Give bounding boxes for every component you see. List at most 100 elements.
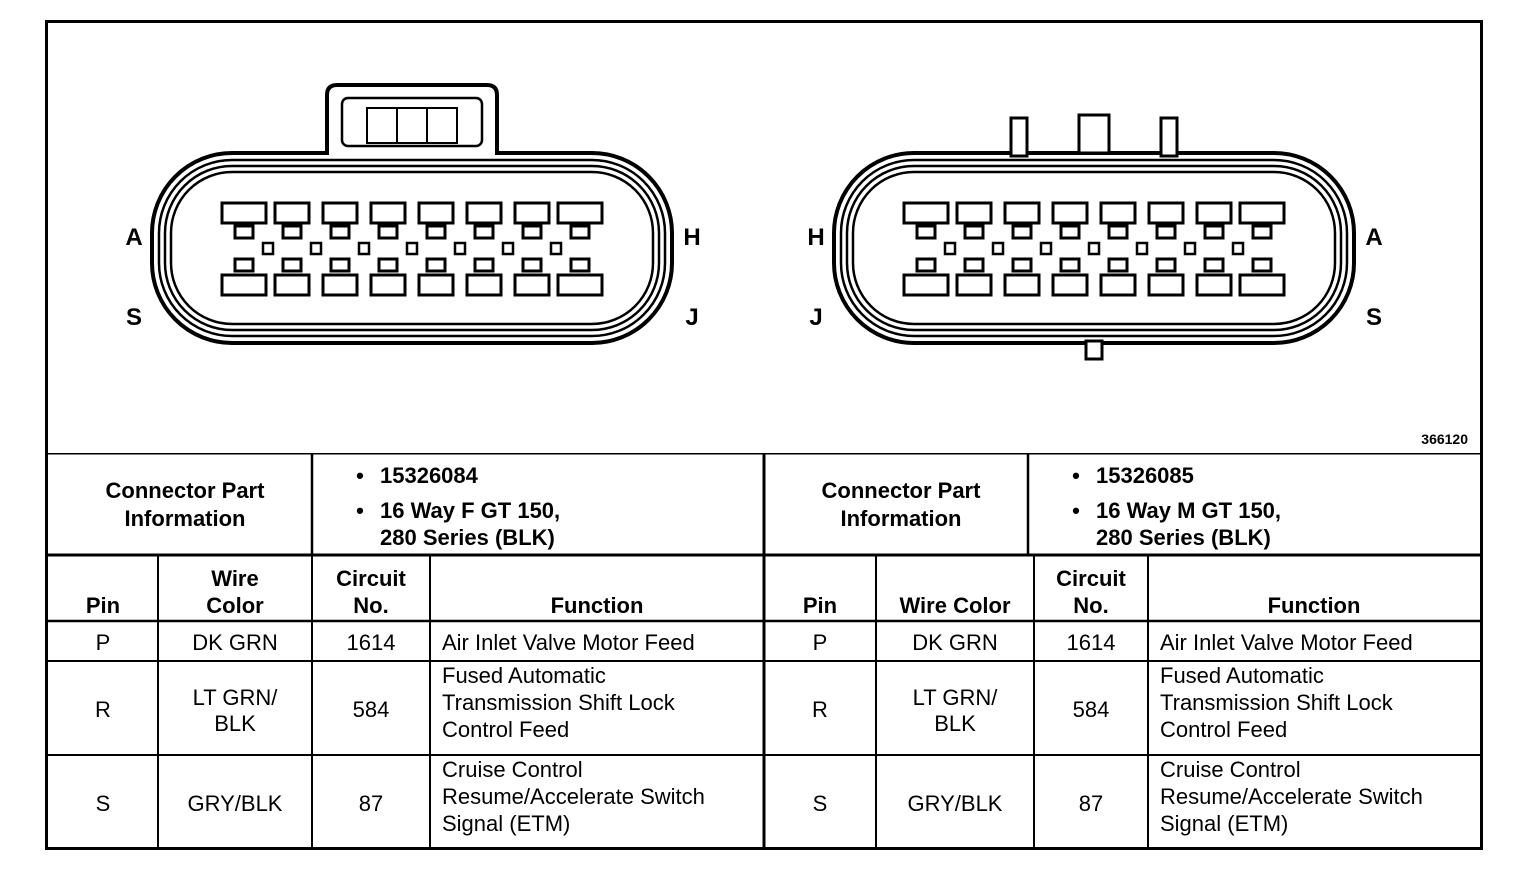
connector-key [1159, 116, 1179, 158]
terminal-top [1099, 201, 1137, 225]
terminal-lock [233, 257, 255, 273]
terminal-bottom [556, 273, 604, 297]
cell-function: Control Feed [442, 717, 569, 742]
column-header-pin: Pin [86, 593, 120, 618]
column-header-function: Function [551, 593, 644, 618]
column-header-circuit: Circuit [336, 566, 406, 591]
cell-wire-color: GRY/BLK [908, 791, 1003, 816]
part-info-header: Connector Part [106, 478, 266, 503]
terminal-lock [1107, 224, 1129, 240]
connector-shell [169, 170, 655, 326]
terminal-dot [261, 241, 275, 256]
column-header-function: Function [1268, 593, 1361, 618]
latch-window [340, 96, 484, 148]
terminal-bottom [1195, 273, 1233, 297]
connector-shell [157, 158, 667, 338]
terminal-lock [1203, 224, 1225, 240]
column-header-wire: Color [206, 593, 264, 618]
cavity-letter: J [685, 304, 698, 331]
column-header-wire: Wire Color [899, 593, 1010, 618]
terminal-dot [1231, 241, 1245, 256]
cell-wire-color: BLK [934, 711, 976, 736]
cell-circuit: 87 [359, 791, 383, 816]
part-description: 16 Way F GT 150, [380, 498, 560, 523]
terminal-dot [1183, 241, 1197, 256]
column-header-circuit: No. [353, 593, 388, 618]
column-header-circuit: No. [1073, 593, 1108, 618]
bullet: • [1072, 498, 1080, 523]
terminal-lock [473, 257, 495, 273]
connector-shell [163, 164, 661, 332]
terminal-lock [1107, 257, 1129, 273]
terminal-bottom [1238, 273, 1286, 297]
cavity-letter: H [683, 224, 700, 251]
terminal-dot [1135, 241, 1149, 256]
connector-key [1009, 116, 1029, 158]
terminal-lock [425, 224, 447, 240]
terminal-lock [425, 257, 447, 273]
cell-function: Air Inlet Valve Motor Feed [1160, 630, 1413, 655]
cell-wire-color: LT GRN/ [193, 685, 279, 710]
terminal-lock [915, 257, 937, 273]
cell-circuit: 1614 [1067, 630, 1116, 655]
bullet: • [356, 463, 364, 488]
terminal-lock [1011, 224, 1033, 240]
cell-function: Signal (ETM) [442, 811, 570, 836]
latch-tab [366, 107, 458, 144]
cell-circuit: 584 [353, 697, 390, 722]
connector-shell [845, 164, 1343, 332]
terminal-lock [1155, 257, 1177, 273]
connector-key [1077, 113, 1111, 155]
terminal-bottom [902, 273, 950, 297]
terminal-lock [569, 257, 591, 273]
terminal-top [1051, 201, 1089, 225]
terminal-lock [233, 224, 255, 240]
connector-shell [839, 158, 1349, 338]
cell-wire-color: DK GRN [192, 630, 278, 655]
terminal-dot [453, 241, 467, 256]
cell-pin: P [813, 630, 828, 655]
terminal-lock [473, 224, 495, 240]
terminal-lock [281, 224, 303, 240]
cell-pin: R [812, 697, 828, 722]
terminal-bottom [955, 273, 993, 297]
terminal-dot [1087, 241, 1101, 256]
cell-function: Cruise Control [1160, 757, 1301, 782]
part-info-header: Information [125, 506, 246, 531]
terminal-top [220, 201, 268, 225]
cell-circuit: 1614 [347, 630, 396, 655]
terminal-dot [549, 241, 563, 256]
terminal-top [321, 201, 359, 225]
terminal-top [955, 201, 993, 225]
part-number: 15326084 [380, 463, 479, 488]
terminal-top [1195, 201, 1233, 225]
terminal-top [556, 201, 604, 225]
cell-pin: R [95, 697, 111, 722]
cavity-letter: A [125, 224, 142, 251]
part-description: 280 Series (BLK) [380, 525, 555, 550]
terminal-bottom [1099, 273, 1137, 297]
terminal-bottom [369, 273, 407, 297]
cell-function: Signal (ETM) [1160, 811, 1288, 836]
terminal-bottom [1147, 273, 1185, 297]
terminal-lock [329, 257, 351, 273]
cell-function: Resume/Accelerate Switch [1160, 784, 1423, 809]
cavity-letter: A [1365, 224, 1382, 251]
terminal-dot [943, 241, 957, 256]
terminal-dot [309, 241, 323, 256]
terminal-top [513, 201, 551, 225]
terminal-bottom [465, 273, 503, 297]
part-number: 15326085 [1096, 463, 1194, 488]
terminal-top [465, 201, 503, 225]
terminal-top [273, 201, 311, 225]
cell-pin: S [96, 791, 111, 816]
terminal-dot [991, 241, 1005, 256]
terminal-top [369, 201, 407, 225]
column-header-pin: Pin [803, 593, 837, 618]
terminal-dot [1039, 241, 1053, 256]
figure-id: 366120 [1421, 431, 1468, 447]
terminal-lock [1203, 257, 1225, 273]
terminal-lock [963, 257, 985, 273]
